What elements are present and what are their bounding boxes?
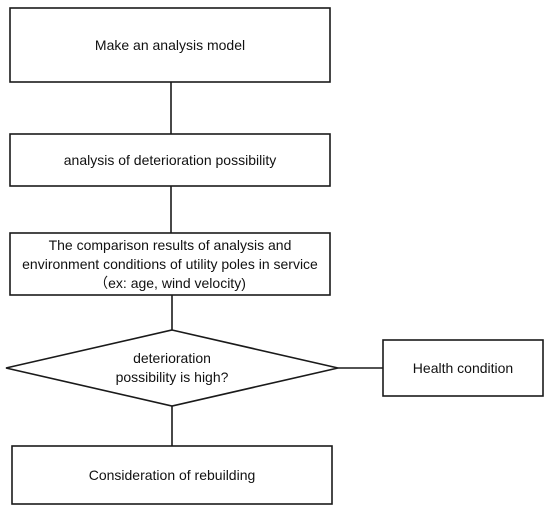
node-label-analysis-model: Make an analysis model: [94, 36, 246, 53]
node-label-health-condition: Health condition: [412, 359, 514, 376]
box-comparison: [9, 232, 331, 296]
node-label-decision: deterioration possibility is high?: [115, 350, 229, 385]
node-label-comparison: The comparison results of analysis and e…: [22, 236, 318, 291]
box-analysis-model: [9, 7, 331, 83]
box-health-condition: [382, 339, 544, 397]
node-label-deterioration-analysis: analysis of deterioration possibility: [63, 151, 277, 168]
box-deterioration-analysis: [9, 133, 331, 187]
decision-diamond: [5, 329, 339, 407]
node-label-rebuilding: Consideration of rebuilding: [88, 466, 256, 483]
box-rebuilding: [11, 445, 333, 505]
